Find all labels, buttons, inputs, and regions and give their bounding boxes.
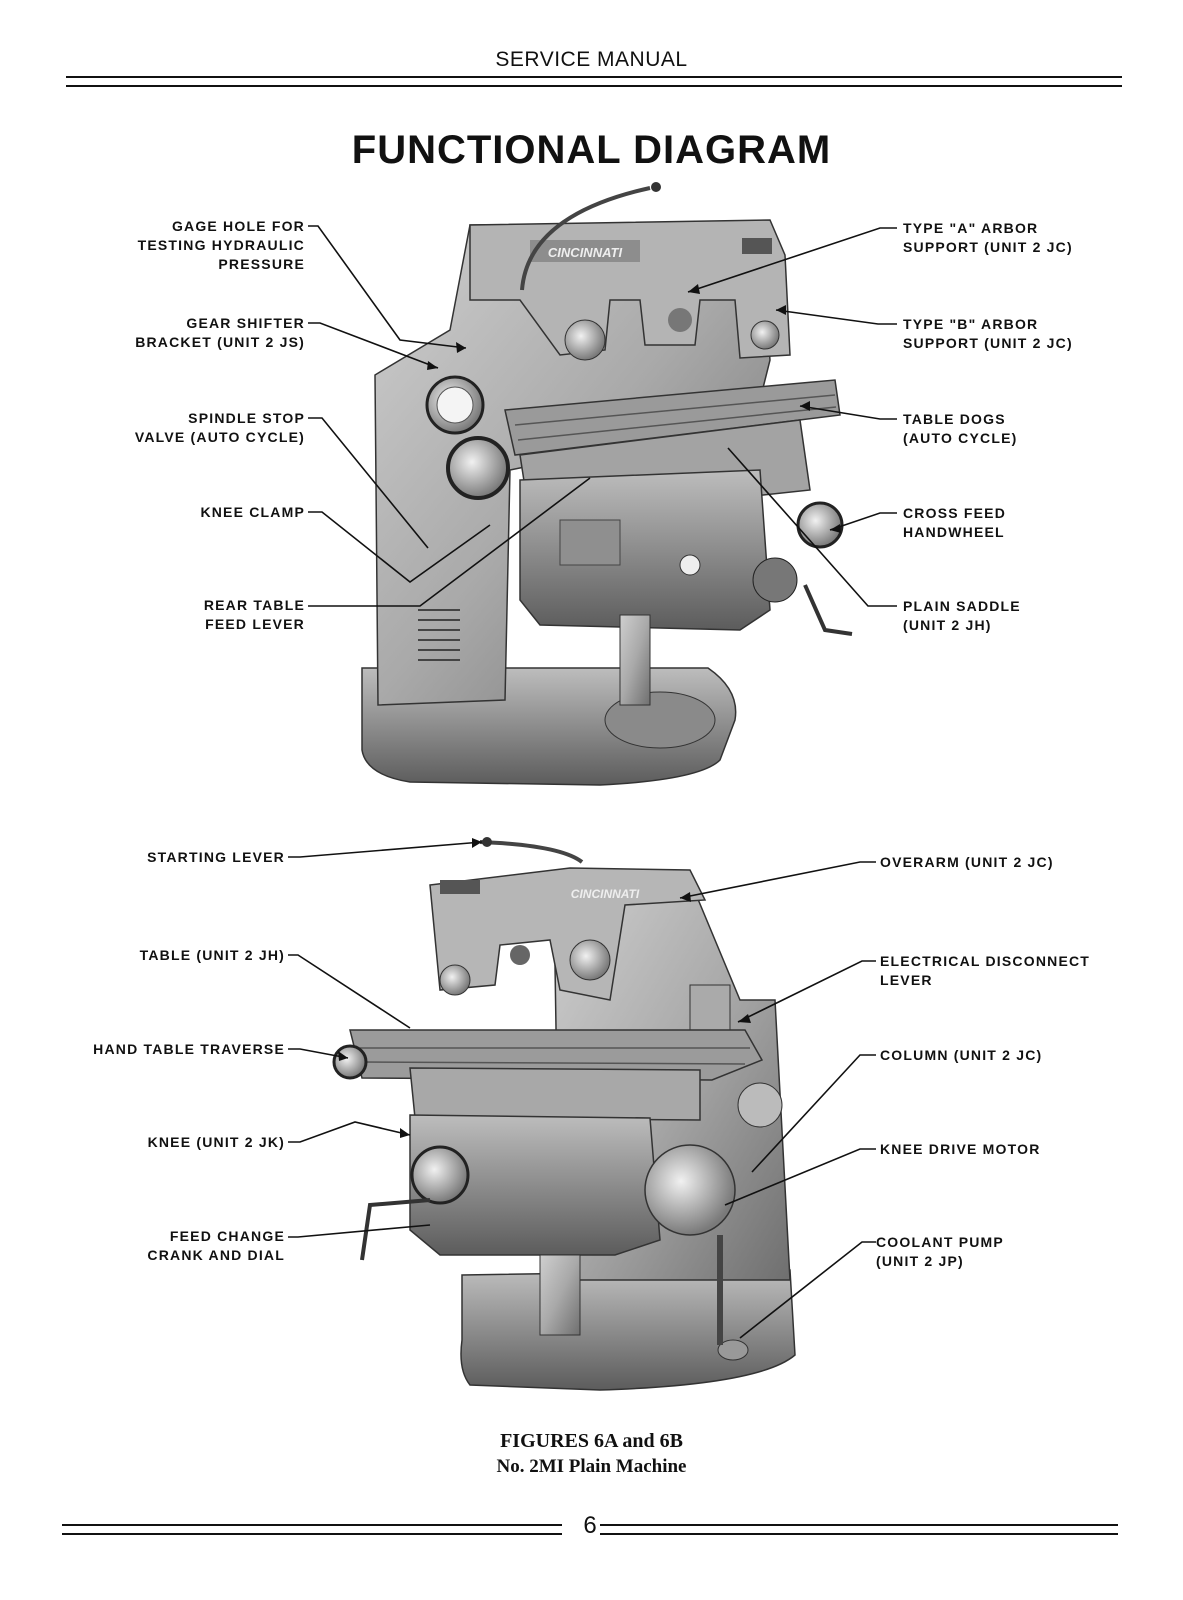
brand-mark-6b: CINCINNATI (571, 887, 640, 901)
figure-caption-subtitle: No. 2MI Plain Machine (496, 1456, 687, 1477)
label-knee-clamp: KNEE CLAMP (200, 504, 305, 520)
page-title: FUNCTIONAL DIAGRAM (351, 128, 832, 172)
footer-rule-left (62, 1524, 562, 1535)
label-feed-change-crank: FEED CHANGE CRANK AND DIAL (147, 1228, 285, 1263)
label-rear-table-feed-lever: REAR TABLE FEED LEVER (203, 597, 305, 632)
label-knee-drive-motor: KNEE DRIVE MOTOR (880, 1141, 1041, 1157)
label-column: COLUMN (UNIT 2 JC) (880, 1047, 1043, 1063)
leader-arrowheads (338, 284, 841, 1138)
label-table: TABLE (UNIT 2 JH) (139, 947, 285, 963)
leader-lines (288, 225, 897, 1339)
brand-mark-6a: CINCINNATI (548, 245, 623, 260)
label-spindle-stop-valve: SPINDLE STOP VALVE (AUTO CYCLE) (134, 410, 305, 445)
label-type-a-arbor-support: TYPE "A" ARBOR SUPPORT (UNIT 2 JC) (903, 220, 1073, 255)
machine-figure-6a: CINCINNATI (361, 182, 853, 786)
label-coolant-pump: COOLANT PUMP (UNIT 2 JP) (876, 1234, 1004, 1269)
label-knee: KNEE (UNIT 2 JK) (147, 1134, 285, 1150)
label-cross-feed-handwheel: CROSS FEED HANDWHEEL (903, 505, 1007, 540)
label-type-b-arbor-support: TYPE "B" ARBOR SUPPORT (UNIT 2 JC) (903, 316, 1073, 351)
label-overarm: OVERARM (UNIT 2 JC) (880, 854, 1054, 870)
figure-caption-title: FIGURES 6A and 6B (500, 1430, 683, 1452)
label-plain-saddle: PLAIN SADDLE (UNIT 2 JH) (903, 598, 1021, 633)
label-electrical-disconnect-lever: ELECTRICAL DISCONNECT LEVER (880, 953, 1091, 988)
header-rule (66, 76, 1122, 87)
running-header: SERVICE MANUAL (495, 48, 688, 71)
label-starting-lever: STARTING LEVER (147, 849, 285, 865)
label-gear-shifter-bracket: GEAR SHIFTER BRACKET (UNIT 2 JS) (135, 315, 305, 350)
label-table-dogs: TABLE DOGS (AUTO CYCLE) (903, 411, 1018, 446)
machine-figure-6b: CINCINNATI (332, 837, 796, 1391)
page-number: 6 (583, 1512, 597, 1539)
footer-rule-right (600, 1524, 1118, 1535)
label-hand-table-traverse: HAND TABLE TRAVERSE (93, 1041, 285, 1057)
label-gage-hole: GAGE HOLE FOR TESTING HYDRAULIC PRESSURE (137, 218, 305, 272)
